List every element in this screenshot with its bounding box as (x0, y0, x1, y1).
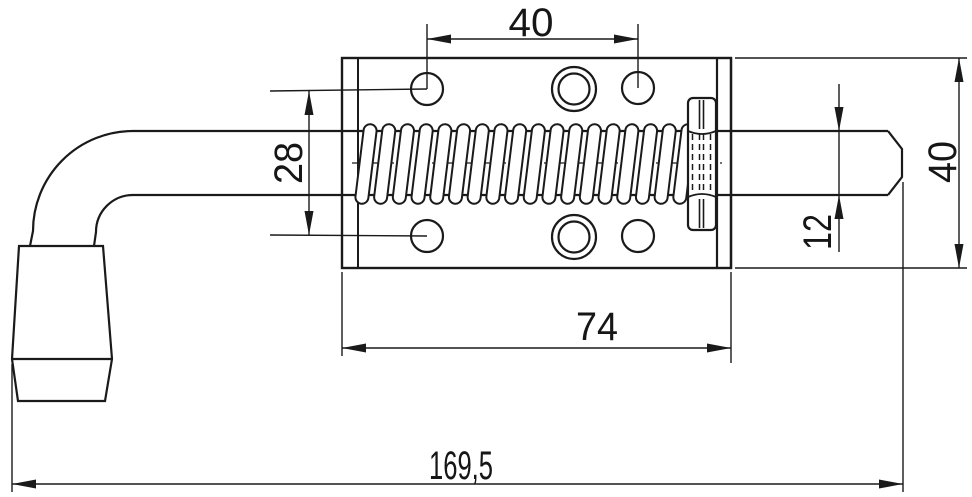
dim-plate-height: 40 (735, 57, 967, 269)
dim-pin-diameter: 12 (796, 84, 844, 252)
dim-label-plate-length: 74 (576, 305, 618, 349)
dim-label-pin-diameter: 12 (796, 214, 840, 250)
pin-tip-chamfer (887, 130, 904, 196)
hole-top-middle-inner (557, 72, 591, 106)
dim-plate-length: 74 (341, 272, 732, 363)
dim-hole-pitch-vertical: 28 (267, 88, 428, 237)
spring-retainer-collar (686, 96, 718, 232)
hole-bottom-middle-inner (557, 220, 591, 254)
grip-knob (10, 244, 114, 403)
dim-hole-pitch-horizontal: 40 (426, 1, 639, 89)
dim-label-plate-height: 40 (921, 141, 965, 183)
handle (10, 129, 134, 403)
hole-bottom-middle-outer (550, 213, 598, 261)
hole-top-middle-outer (550, 65, 598, 113)
dim-label-hole-pitch-vertical: 28 (267, 142, 311, 184)
hole-bottom-right (620, 218, 656, 254)
handle-outer-bend (28, 129, 134, 247)
dim-label-hole-pitch-horizontal: 40 (509, 1, 554, 45)
dim-label-overall-length: 169,5 (429, 444, 493, 488)
bolt-pin (731, 129, 904, 197)
plate-right-flange (715, 58, 733, 268)
handle-inner-bend (92, 193, 134, 247)
dim-overall-length: 169,5 (11, 182, 904, 492)
